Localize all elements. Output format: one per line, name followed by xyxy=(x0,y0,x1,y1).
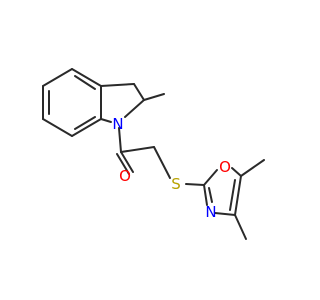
bond xyxy=(71,118,102,137)
bond xyxy=(203,169,218,186)
bond xyxy=(118,127,122,153)
double-bond-inner xyxy=(208,187,213,203)
bond xyxy=(100,118,112,123)
atom-labels: N O S O N xyxy=(112,115,231,221)
benzene-ring xyxy=(42,68,102,137)
methyl-bond xyxy=(234,214,247,240)
carbonyl-bond xyxy=(116,153,130,175)
atom-n-indoline: N xyxy=(112,115,123,133)
atom-n-oxazole: N xyxy=(205,203,216,221)
double-bond-inner xyxy=(74,116,96,130)
acyl-chain xyxy=(116,127,205,186)
double-bond-inner xyxy=(74,75,96,90)
bond xyxy=(120,146,155,153)
atom-o-oxazole: O xyxy=(219,158,231,176)
bond xyxy=(133,83,145,101)
bond xyxy=(71,68,102,87)
bond xyxy=(100,83,135,87)
oxazole-ring xyxy=(203,159,265,240)
bond xyxy=(234,175,242,216)
bond xyxy=(42,68,73,87)
atom-o-carbonyl: O xyxy=(119,167,131,185)
atom-s-thioether: S xyxy=(171,175,181,193)
bond xyxy=(231,167,242,177)
bond xyxy=(124,99,145,118)
bond xyxy=(214,212,236,216)
bond xyxy=(185,183,205,186)
methyl-bond xyxy=(240,159,265,177)
indoline-ring xyxy=(100,83,165,123)
bond xyxy=(203,184,208,206)
double-bond-inner xyxy=(229,179,236,211)
molecule-structure: N O S O N xyxy=(42,68,265,240)
methyl-bond xyxy=(143,93,165,101)
molecule-diagram: N O S O N xyxy=(42,68,265,240)
bond xyxy=(42,118,73,137)
carbonyl-bond xyxy=(120,151,134,173)
bond xyxy=(153,146,171,179)
